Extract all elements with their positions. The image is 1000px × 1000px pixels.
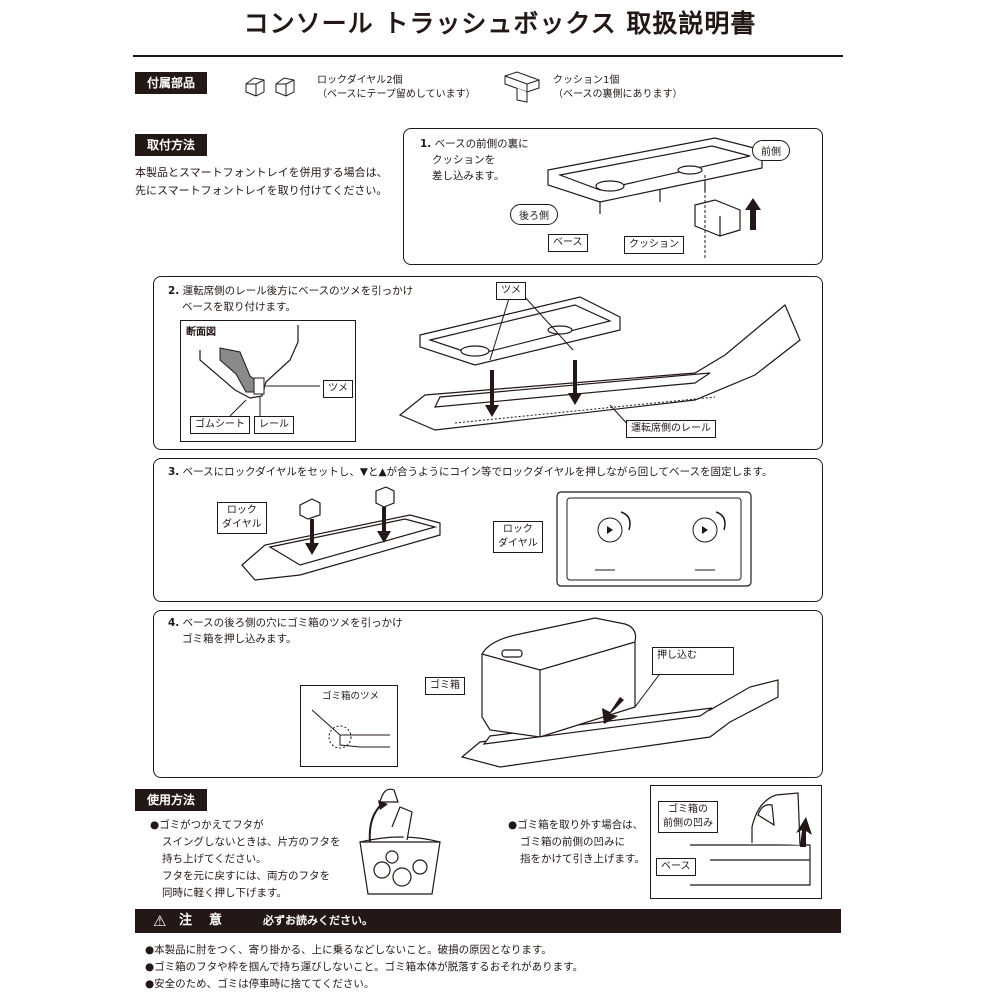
usage-left-text: ●ゴミがつかえてフタが スイングしないときは、片方のフタを 持ち上げてください。…	[150, 817, 341, 902]
usage-lid-illustration	[359, 788, 441, 895]
cross-section-label: 断面図	[186, 327, 216, 338]
lock-dial-parts-illustration	[245, 77, 295, 97]
step4-trash-label: ゴミ箱	[425, 677, 465, 695]
step3-dial-right-line1: ロック	[502, 524, 533, 535]
caution-note: ●ゴミ箱のフタや枠を掴んで持ち運びしないこと。ゴミ箱本体が脱落するおそれがありま…	[145, 961, 584, 973]
step1-cushion-label: クッション	[624, 236, 684, 254]
cross-section-box	[180, 320, 356, 442]
step1-number: 1.	[420, 138, 432, 150]
step1-panel	[403, 128, 823, 265]
step2-claw-label: ツメ	[323, 380, 353, 398]
step3-number: 3.	[168, 466, 180, 478]
step4-illustration	[460, 617, 779, 768]
step2-rubber-label: ゴムシート	[190, 416, 250, 434]
caution-subheading: 必ずお読みください。	[263, 914, 373, 927]
step1-line2: クッションを	[432, 154, 495, 166]
step4-number: 4.	[168, 617, 180, 629]
lock-dial-line2: （ベースにテープ留めしています）	[317, 89, 476, 100]
trash-claw-detail-box	[300, 685, 398, 767]
step2-rail-label: レール	[254, 416, 294, 434]
usage-right-line2: ゴミ箱の前側の凹みに	[520, 836, 625, 848]
step3-dial-label-right: ロック ダイヤル	[493, 521, 543, 553]
mounting-intro-line1: 本製品とスマートフォントレイを併用する場合は、	[135, 166, 388, 179]
step3-text: 3. ベースにロックダイヤルをセットし、▼と▲が合うようにコイン等でロックダイヤ…	[168, 464, 818, 480]
step3-line: ベースにロックダイヤルをセットし、▼と▲が合うようにコイン等でロックダイヤルを押…	[182, 466, 773, 478]
cross-section-illustration	[199, 325, 320, 417]
usage-left-line5: 同時に軽く押し下げます。	[162, 887, 287, 899]
trash-claw-label: ゴミ箱のツメ	[322, 691, 380, 702]
usage-right-line3: 指をかけて引き上げます。	[520, 853, 645, 865]
step2-driver-rail-label: 運転席側のレール	[626, 420, 716, 438]
usage-left-line1: ●ゴミがつかえてフタが	[150, 819, 264, 831]
step1-base-label: ベース	[548, 234, 588, 252]
usage-heading: 使用方法	[135, 789, 207, 811]
step3-dial-right-line2: ダイヤル	[498, 538, 538, 549]
step3-panel	[153, 458, 823, 602]
step4-line1: ベースの後ろ側の穴にゴミ箱のツメを引っかけ	[182, 617, 403, 629]
cushion-desc: クッション1個 （ベースの裏側にあります）	[553, 74, 683, 102]
warning-icon: ⚠	[153, 912, 167, 930]
caution-heading: 注 意	[179, 913, 225, 928]
step1-text: 1. ベースの前側の裏に クッションを 差し込みます。	[420, 136, 529, 184]
usage-dent-line2: 前側の凹み	[663, 818, 713, 829]
usage-remove-illustration	[690, 792, 812, 886]
caution-bar: ⚠ 注 意 必ずお読みください。	[135, 909, 841, 933]
step2-number: 2.	[168, 285, 180, 297]
usage-right-line1: ●ゴミ箱を取り外す場合は、	[508, 819, 644, 831]
step1-rear-label: 後ろ側	[510, 204, 558, 225]
step4-push-label: 押し込む	[652, 647, 734, 675]
accessories-heading: 付属部品	[135, 72, 207, 94]
cushion-line2: （ベースの裏側にあります）	[553, 89, 683, 100]
trash-claw-detail-illustration	[311, 709, 390, 749]
step4-panel	[153, 610, 823, 778]
step3-dial-left-line2: ダイヤル	[222, 519, 262, 530]
step1-illustration	[547, 137, 763, 258]
title-divider	[133, 55, 843, 57]
step3-dial-left-line1: ロック	[226, 505, 257, 516]
lock-dial-desc: ロックダイヤル2個 （ベースにテープ留めしています）	[317, 74, 476, 102]
step3-illustration	[241, 486, 441, 581]
mounting-intro-line2: 先にスマートフォントレイを取り付けてください。	[135, 184, 388, 197]
step2-panel	[153, 276, 823, 450]
caution-note: ●安全のため、ゴミは停車時に捨ててください。	[145, 978, 375, 990]
step1-line1: ベースの前側の裏に	[434, 138, 529, 150]
usage-dent-label: ゴミ箱の 前側の凹み	[658, 801, 718, 833]
step2-illustration	[398, 294, 801, 431]
usage-base-label: ベース	[656, 858, 696, 876]
caution-notes: ●本製品に肘をつく、寄り掛かる、上に乗るなどしないこと。破損の原因となります。 …	[145, 942, 583, 993]
usage-right-text: ●ゴミ箱を取り外す場合は、 ゴミ箱の前側の凹みに 指をかけて引き上げます。	[508, 817, 645, 868]
usage-left-line4: フタを元に戻すには、両方のフタを	[162, 870, 330, 882]
step1-line3: 差し込みます。	[432, 170, 505, 182]
mounting-intro: 本製品とスマートフォントレイを併用する場合は、 先にスマートフォントレイを取り付…	[135, 164, 388, 200]
usage-left-line3: 持ち上げてください。	[162, 853, 267, 865]
step3-dial-label-left: ロック ダイヤル	[217, 502, 267, 534]
step3-base-topview	[556, 491, 752, 587]
step4-text: 4. ベースの後ろ側の穴にゴミ箱のツメを引っかけ ゴミ箱を押し込みます。	[168, 615, 403, 647]
lock-dial-line1: ロックダイヤル2個	[317, 75, 403, 86]
mounting-heading: 取付方法	[135, 134, 207, 156]
usage-left-line2: スイングしないときは、片方のフタを	[162, 836, 341, 848]
caution-note: ●本製品に肘をつく、寄り掛かる、上に乗るなどしないこと。破損の原因となります。	[145, 944, 552, 956]
step2-claw-top-label: ツメ	[496, 282, 526, 300]
cushion-part-illustration	[504, 71, 540, 103]
step1-front-label: 前側	[752, 140, 790, 161]
cushion-line1: クッション1個	[553, 75, 620, 86]
step4-line2: ゴミ箱を押し込みます。	[182, 633, 297, 645]
step2-text: 2. 運転席側のレール後方にベースのツメを引っかけ ベースを取り付けます。	[168, 283, 413, 315]
step2-line2: ベースを取り付けます。	[182, 301, 296, 313]
usage-remove-box	[650, 785, 822, 899]
step2-line1: 運転席側のレール後方にベースのツメを引っかけ	[182, 285, 414, 297]
usage-dent-line1: ゴミ箱の	[668, 804, 708, 815]
page-title: コンソール トラッシュボックス 取扱説明書	[243, 9, 757, 38]
